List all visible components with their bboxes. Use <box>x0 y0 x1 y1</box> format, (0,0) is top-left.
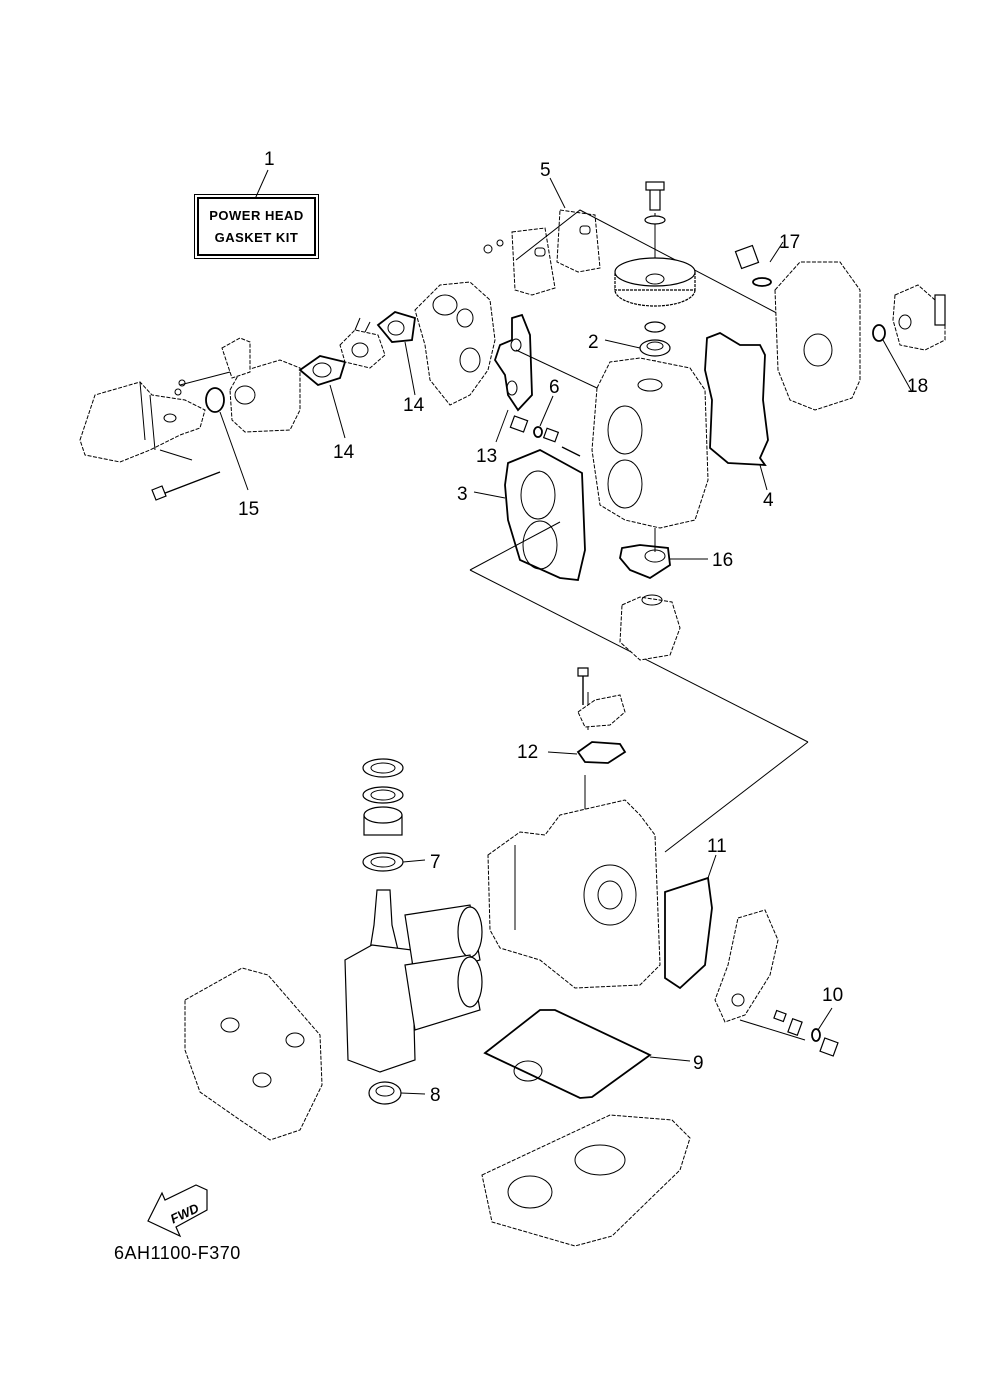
drain-plug <box>773 1009 839 1057</box>
callout-18: 18 <box>907 376 928 397</box>
cylinder-block <box>487 799 661 989</box>
callout-8: 8 <box>430 1085 441 1106</box>
callout-leader-18 <box>882 339 913 393</box>
callout-3: 3 <box>457 484 468 505</box>
callout-leader-2 <box>604 339 641 349</box>
callout-leader-10 <box>817 1007 833 1031</box>
callout-4: 4 <box>763 490 774 511</box>
callout-12: 12 <box>517 742 538 763</box>
o-ring-18 <box>872 324 886 342</box>
o-ring-15 <box>205 387 225 413</box>
callout-leader-8 <box>400 1092 426 1095</box>
kit-label-line2: GASKET KIT <box>214 229 299 245</box>
thermostat-housing <box>619 594 681 661</box>
callout-13: 13 <box>476 446 497 467</box>
intake-manifold <box>414 281 496 406</box>
callout-leader-14b <box>404 341 416 396</box>
exhaust-cover <box>714 909 779 1023</box>
callout-leader-14a <box>329 384 346 439</box>
cylinder-head-cover <box>734 244 861 411</box>
drawing-code: 6AH1100-F370 <box>114 1243 241 1263</box>
gasket-14b <box>376 311 416 343</box>
callout-1: 1 <box>264 149 275 170</box>
head-cover-gasket-4 <box>704 332 769 466</box>
callout-leader-15 <box>219 411 249 491</box>
air-silencer <box>79 381 206 463</box>
callout-14b: 14 <box>403 395 425 416</box>
exhaust-guide-gasket-9 <box>483 1009 652 1099</box>
gasket-13 <box>494 313 533 412</box>
exhaust-cover-gasket-11 <box>664 876 713 990</box>
intake-joint <box>339 317 386 369</box>
cylinder-head-gasket-3 <box>504 449 586 581</box>
cover-plates-5 <box>483 209 601 296</box>
callout-leader-13 <box>495 409 509 443</box>
callout-11: 11 <box>707 836 727 857</box>
timing-pulley <box>614 181 696 333</box>
oil-seal-8 <box>368 1081 402 1105</box>
callout-10: 10 <box>822 985 843 1006</box>
carburetor <box>174 337 301 433</box>
fuel-pump <box>892 284 946 351</box>
callout-leader-1 <box>254 169 269 200</box>
gasket-16 <box>619 544 671 580</box>
o-ring-10 <box>811 1028 821 1042</box>
callout-leader-5 <box>549 177 566 209</box>
thermostat-cover <box>577 667 626 728</box>
gasket-12 <box>576 741 627 764</box>
callout-leader-4 <box>759 464 768 491</box>
crankshaft-assembly <box>344 758 483 1073</box>
callout-9: 9 <box>693 1053 704 1074</box>
callout-7: 7 <box>430 852 441 873</box>
callout-leader-9 <box>649 1056 691 1062</box>
callout-leader-17 <box>769 241 784 263</box>
crankcase <box>184 967 323 1141</box>
exhaust-guide <box>481 1114 691 1247</box>
bolt <box>151 471 221 501</box>
callout-17: 17 <box>779 232 800 253</box>
callout-leader-7 <box>402 859 426 863</box>
callout-leader-6 <box>539 395 554 427</box>
callout-leader-12 <box>547 751 578 755</box>
callout-14a: 14 <box>333 442 355 463</box>
callout-2: 2 <box>588 332 599 353</box>
cylinder-head <box>591 357 709 529</box>
fwd-arrow-icon: FWD <box>147 1184 208 1238</box>
power-head-gasket-kit-label: POWER HEAD GASKET KIT <box>194 194 319 259</box>
callout-5: 5 <box>540 160 551 181</box>
callout-16: 16 <box>712 550 733 571</box>
thermo-parts-6 <box>509 415 581 457</box>
callout-15: 15 <box>238 499 259 520</box>
callout-leader-11 <box>707 854 717 879</box>
gasket-14a <box>298 355 347 387</box>
kit-label-line1: POWER HEAD <box>209 207 304 223</box>
callout-6: 6 <box>549 377 560 398</box>
callout-leader-3 <box>473 491 506 499</box>
